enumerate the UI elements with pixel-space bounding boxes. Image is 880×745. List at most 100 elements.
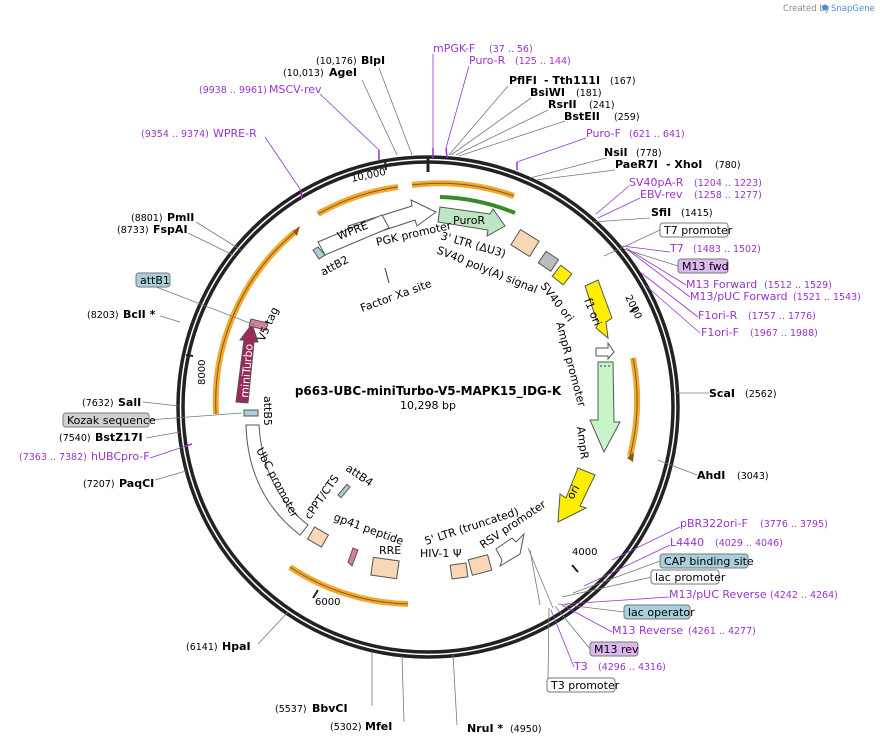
label-m13-rev: M13 rev (589, 641, 639, 657)
enzyme-sali: (7632) SalI (82, 396, 141, 409)
brand-text: SnapGene (831, 4, 875, 14)
svg-text:(9938 .. 9961): (9938 .. 9961) (199, 85, 267, 96)
enzyme-blpi: (10,176) BlpI (316, 54, 385, 67)
enzyme-mfei: (5302) MfeI (330, 720, 392, 733)
svg-text:(4029 .. 4046): (4029 .. 4046) (715, 538, 783, 549)
primer-hubcpro-f: (7363 .. 7382) hUBCpro-F (19, 450, 150, 463)
svg-text:- XhoI: - XhoI (666, 158, 702, 171)
svg-text:RRE: RRE (379, 544, 401, 557)
svg-text:(5537): (5537) (275, 704, 307, 715)
feature-f1ori: f1 ori (581, 279, 613, 340)
svg-text:attB2: attB2 (318, 253, 351, 279)
primer-m13-puc-forward: M13/pUC Forward (1521 .. 1543) (690, 290, 861, 303)
svg-text:Puro-F: Puro-F (586, 127, 621, 140)
label-cap-binding-site: CAP binding site (659, 553, 754, 569)
svg-text:PaeR7I: PaeR7I (615, 158, 658, 171)
enzyme-nsii: NsiI (778) (604, 146, 662, 159)
feature-sv40ori: SV40 ori (538, 264, 577, 324)
svg-text:(4261 .. 4277): (4261 .. 4277) (688, 626, 756, 637)
label-lac-promoter: lac promoter (650, 569, 726, 585)
label-t3-promoter: T3 promoter (546, 677, 620, 693)
enzyme-bbvci: (5537) BbvCI (275, 702, 348, 715)
enzyme-scai: ScaI (2562) (709, 387, 777, 400)
svg-text:(181): (181) (576, 88, 602, 99)
svg-text:(167): (167) (610, 76, 636, 87)
svg-text:pBR322ori-F: pBR322ori-F (680, 517, 748, 530)
svg-text:6000: 6000 (315, 597, 340, 608)
enzyme-rsrii: RsrII (241) (548, 98, 615, 111)
orf-arc-wpre (316, 184, 399, 217)
svg-text:- Tth111I: - Tth111I (544, 74, 600, 87)
svg-text:(1258 .. 1277): (1258 .. 1277) (694, 190, 762, 201)
plasmid-length: 10,298 bp (400, 399, 456, 412)
svg-text:BstZ17I: BstZ17I (95, 431, 143, 444)
svg-text:(3776 .. 3795): (3776 .. 3795) (760, 519, 828, 530)
primer-f1ori-r: F1ori-R (1757 .. 1776) (698, 309, 816, 322)
label-attb1: attB1 (135, 272, 171, 288)
svg-text:(4950): (4950) (510, 724, 542, 735)
primer-l4440: L4440 (4029 .. 4046) (670, 536, 783, 549)
svg-text:RsrII: RsrII (548, 98, 577, 111)
enzyme-bstz17i: (7540) BstZ17I (59, 431, 143, 444)
feature-ori: ori (557, 467, 596, 523)
feature-gp41: gp41 peptide (332, 511, 406, 567)
feature-attb4: attB4 (337, 462, 375, 499)
backbone-outer (176, 155, 680, 659)
svg-text:NruI *: NruI * (467, 722, 503, 735)
enzyme-pmli: (8801) PmlI (131, 211, 194, 224)
svg-text:F1ori-R: F1ori-R (698, 309, 738, 322)
feature-rre: RRE (370, 544, 401, 580)
svg-text:(10,013): (10,013) (283, 68, 324, 79)
svg-text:Puro-R: Puro-R (469, 54, 506, 67)
svg-text:(778): (778) (636, 148, 662, 159)
svg-text:Kozak sequence: Kozak sequence (67, 414, 156, 427)
enzyme-paer7i: PaeR7I - XhoI (780) (615, 158, 741, 171)
feature-factorxa: Factor Xa site (359, 267, 434, 315)
enzyme-hpai: (6141) HpaI (186, 640, 251, 653)
svg-text:NsiI: NsiI (604, 146, 628, 159)
primer-t3: T3 (4296 .. 4316) (573, 660, 666, 673)
puror-marker-arc (439, 195, 516, 215)
enzyme-fspai: (8733) FspAI (117, 223, 188, 236)
label-lac-operator: lac operator (623, 604, 695, 620)
svg-text:(3043): (3043) (737, 471, 769, 482)
primer-puror: Puro-R (125 .. 144) (469, 54, 571, 67)
feature-hiv-psi: HIV-1 Ψ (420, 547, 469, 580)
enzyme-bcli: (8203) BclI * (87, 308, 156, 321)
svg-text:attB1: attB1 (140, 274, 170, 287)
svg-text:T7: T7 (669, 242, 684, 255)
svg-text:attB5: attB5 (261, 396, 274, 426)
primer-pbr322ori-f: pBR322ori-F (3776 .. 3795) (680, 517, 828, 530)
svg-text:M13/pUC Forward: M13/pUC Forward (690, 290, 788, 303)
svg-text:PmlI: PmlI (167, 211, 194, 224)
svg-text:(1757 .. 1776): (1757 .. 1776) (748, 311, 816, 322)
enzyme-bsteii: BstEII (259) (564, 110, 640, 123)
tick-2000: 2000 (622, 293, 643, 321)
primer-f1ori-f: F1ori-F (1967 .. 1988) (701, 326, 818, 339)
feature-wpre: WPRE (317, 214, 390, 256)
enzyme-ahdi: AhdI (3043) (697, 469, 769, 482)
svg-text:gp41 peptide: gp41 peptide (332, 511, 406, 548)
svg-text:M13 Forward: M13 Forward (686, 278, 757, 291)
svg-text:PuroR: PuroR (453, 214, 485, 227)
primer-wpre-r: (9354 .. 9374) WPRE-R (141, 127, 257, 140)
tick-6000: 6000 (312, 589, 340, 608)
svg-text:(1415): (1415) (681, 208, 713, 219)
feature-sv40polya-block (537, 250, 560, 272)
svg-text:HIV-1 Ψ: HIV-1 Ψ (420, 547, 462, 560)
svg-text:(5302): (5302) (330, 722, 362, 733)
svg-text:BlpI: BlpI (361, 54, 385, 67)
svg-text:BstEII: BstEII (564, 110, 600, 123)
svg-text:(241): (241) (589, 100, 615, 111)
feature-attb5: attB5 (243, 396, 274, 426)
svg-text:(10,176): (10,176) (316, 56, 357, 67)
feature-5ltr: 5' LTR (truncated) (423, 505, 520, 576)
svg-text:(125 .. 144): (125 .. 144) (515, 56, 571, 67)
feature-miniturbo: miniTurbo (235, 322, 259, 404)
svg-text:(259): (259) (614, 112, 640, 123)
svg-text:mPGK-F: mPGK-F (433, 42, 475, 55)
primer-m13-reverse: M13 Reverse (4261 .. 4277) (612, 624, 756, 637)
svg-text:SV40 ori: SV40 ori (538, 280, 577, 324)
svg-text:(37 .. 56): (37 .. 56) (489, 44, 533, 55)
svg-text:(4296 .. 4316): (4296 .. 4316) (598, 662, 666, 673)
